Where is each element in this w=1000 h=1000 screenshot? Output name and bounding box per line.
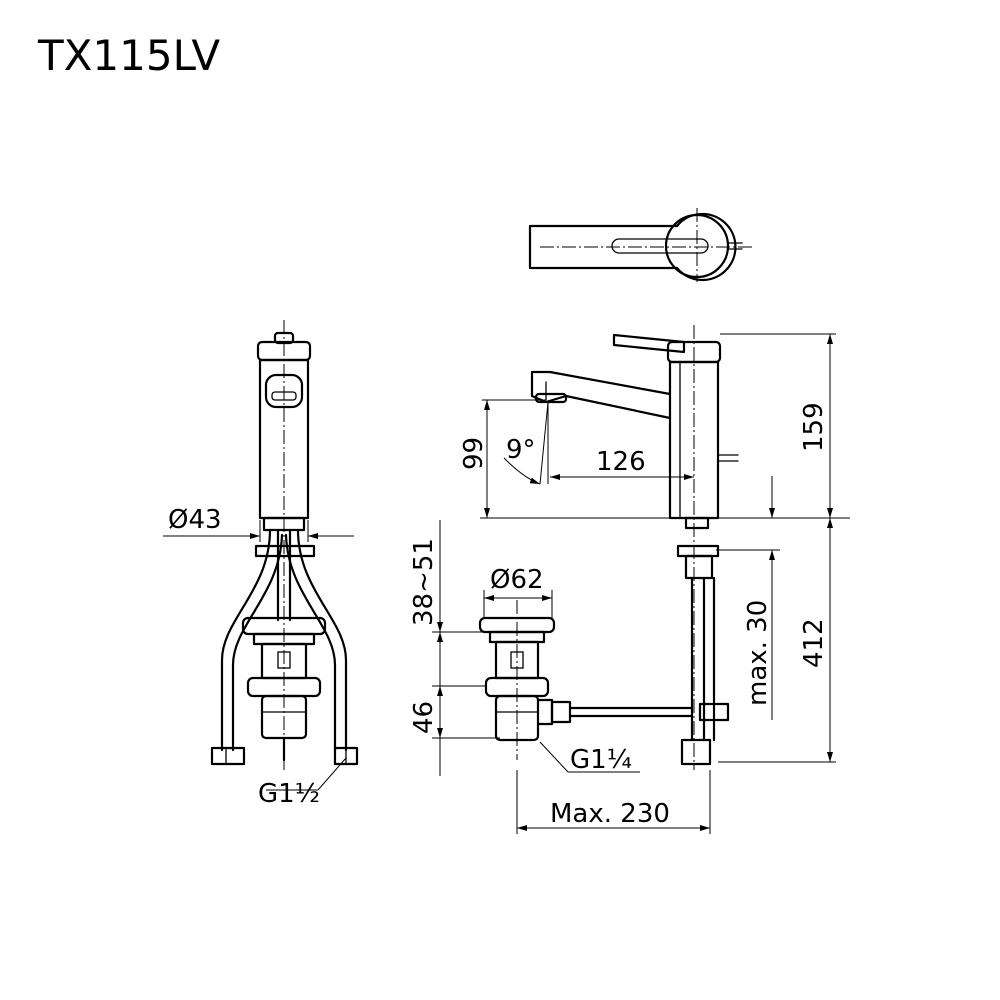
- side-view: [432, 325, 850, 834]
- front-view: [163, 320, 359, 791]
- dim-spout-reach: 126: [596, 447, 646, 477]
- dim-drain-diameter: Ø62: [490, 565, 544, 595]
- dim-drain-connection: G1¼: [570, 745, 632, 775]
- model-title: TX115LV: [37, 31, 220, 80]
- dim-max-below: max. 30: [743, 600, 773, 706]
- dim-body-diameter: Ø43: [168, 505, 222, 535]
- dim-total-below: 412: [799, 618, 829, 668]
- top-view: [528, 208, 752, 282]
- dim-angle: 9°: [506, 435, 536, 465]
- dim-connection-left: G1½: [258, 779, 320, 809]
- dim-height: 159: [799, 402, 829, 452]
- dim-spout-height: 99: [459, 437, 489, 470]
- dim-max-width: Max. 230: [550, 799, 670, 829]
- dim-drain-height: 46: [409, 701, 439, 734]
- dim-counter-thickness: 38~51: [409, 538, 439, 626]
